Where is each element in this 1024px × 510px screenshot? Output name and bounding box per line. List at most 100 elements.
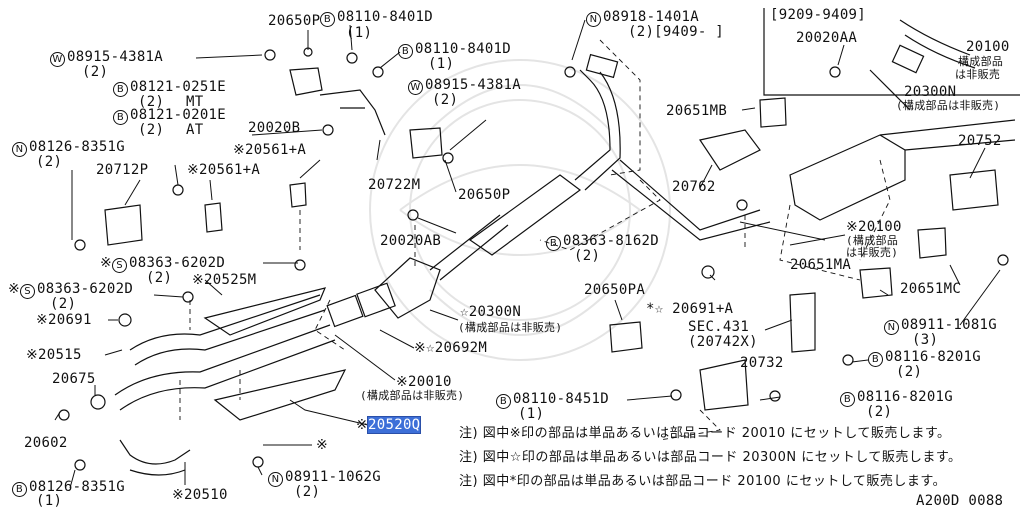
qty: (1) (518, 406, 545, 422)
heat-shield-lower (213, 369, 347, 421)
sec-431-ref: (20742X) (688, 334, 758, 350)
qty: (2) (432, 92, 459, 108)
circle-n-icon: N (586, 12, 601, 27)
part-20300N-mid[interactable]: ☆20300N (460, 304, 522, 320)
qty: (2) (146, 270, 173, 286)
part-20561A-b[interactable]: ※20561+A (187, 162, 261, 178)
part-20650P-top[interactable]: 20650P (268, 13, 321, 29)
circle-b-icon: B (840, 392, 855, 407)
note-line-3: 注) 図中*印の部品は単品あるいは部品コード 20100 にセットして販売します… (459, 474, 947, 489)
part-20650PA[interactable]: 20650PA (584, 282, 646, 298)
qty: (2)[9409- ] (628, 24, 725, 40)
part-20651MC[interactable]: 20651MC (900, 281, 962, 297)
note: は非販売 (955, 68, 1001, 81)
part-20010[interactable]: ※20010 (396, 374, 452, 390)
qty: (2) (50, 296, 77, 312)
bolt-icons (58, 47, 1009, 471)
part-20561A-a[interactable]: ※20561+A (233, 142, 307, 158)
rear-muffler (789, 134, 906, 221)
qty: (2) (896, 364, 923, 380)
heat-shield-upper (203, 287, 327, 336)
circle-n-icon: N (884, 320, 899, 335)
part-20510[interactable]: ※20510 (172, 487, 228, 503)
part-20525M[interactable]: ※20525M (192, 272, 257, 288)
part-20602[interactable]: 20602 (24, 435, 68, 451)
circle-b-icon: B (546, 236, 561, 251)
part-20300N-top[interactable]: 20300N (904, 84, 957, 100)
part-20020AB[interactable]: 20020AB (380, 233, 442, 249)
qty: (2) (82, 64, 109, 80)
qty: (1) (428, 56, 455, 72)
note: 構成部品 (958, 55, 1004, 68)
part-20762[interactable]: 20762 (672, 179, 716, 195)
part-20520Q[interactable]: ※20520Q (356, 416, 422, 434)
part-20020B[interactable]: 20020B (248, 120, 301, 136)
circle-n-icon: N (268, 472, 283, 487)
part-20020AA[interactable]: 20020AA (796, 30, 858, 46)
part-20732[interactable]: 20732 (740, 355, 784, 371)
qty: (2) (574, 248, 601, 264)
circle-w-icon: W (50, 52, 65, 67)
model-range: [9209-9409] (770, 7, 867, 23)
note: (構成部品は非販売) (360, 389, 465, 402)
part-20691[interactable]: ※20691 (36, 312, 92, 328)
rear-pipe (611, 159, 771, 241)
part-20650P-mid[interactable]: 20650P (458, 187, 511, 203)
front-pipe-lower (114, 324, 336, 411)
note: は非販売) (846, 246, 899, 259)
part-20651MA[interactable]: 20651MA (790, 257, 852, 273)
part-20692M[interactable]: ※☆20692M (414, 340, 488, 356)
circle-b-icon: B (113, 82, 128, 97)
highlighted-part-number: 20520Q (367, 416, 422, 434)
mid-pipe (574, 69, 621, 191)
part-20691A[interactable]: *☆ 20691+A (646, 301, 734, 317)
mt-label: MT (186, 94, 204, 110)
note: (構成部品は非販売) (458, 321, 563, 334)
diagram-code: A200D 0088 (916, 493, 1004, 509)
circle-b-icon: B (12, 482, 27, 497)
part-20651MB[interactable]: 20651MB (666, 103, 728, 119)
circle-b-icon: B (113, 110, 128, 125)
qty: (2) (138, 94, 165, 110)
dashed-guide-lines (179, 39, 891, 441)
part-20722M[interactable]: 20722M (368, 177, 421, 193)
part-20712P[interactable]: 20712P (96, 162, 149, 178)
part-20100-mid[interactable]: ※20100 (846, 219, 902, 235)
sec-431[interactable]: SEC.431 (688, 319, 750, 335)
circle-n-icon: N (12, 142, 27, 157)
note-line-2: 注) 図中☆印の部品は単品あるいは部品コード 20300N にセットして販売しま… (459, 450, 962, 465)
part-20675[interactable]: 20675 (52, 371, 96, 387)
qty: (3) (912, 332, 939, 348)
center-pipe (429, 214, 509, 281)
front-pipe (129, 294, 326, 366)
part-20100-top[interactable]: 20100 (966, 39, 1010, 55)
qty: (2) (36, 154, 63, 170)
leader-lines (54, 19, 1001, 489)
circle-b-icon: B (868, 352, 883, 367)
part-20515[interactable]: ※20515 (26, 347, 82, 363)
circle-s-icon: S (112, 258, 128, 273)
part-20752[interactable]: 20752 (958, 133, 1002, 149)
at-label: AT (186, 122, 204, 138)
qty: (1) (36, 493, 63, 509)
qty: (2) (866, 404, 893, 420)
circle-s-icon: S (20, 284, 36, 299)
lower-pipe (119, 439, 191, 476)
